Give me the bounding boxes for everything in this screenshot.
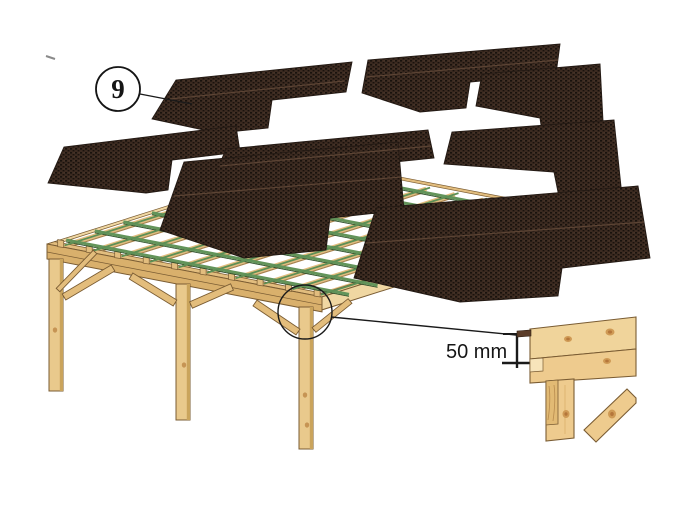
detail-grain-arc: [552, 384, 556, 422]
panel-seam: [365, 221, 645, 244]
post-shaded-face: [186, 284, 190, 420]
post-brace: [252, 299, 301, 336]
rafter-tail: [57, 239, 65, 249]
detail-knot-core: [564, 412, 568, 416]
post-brace: [189, 283, 234, 309]
part-callout-number: 9: [111, 74, 125, 104]
dimension-label: 50 mm: [446, 341, 507, 363]
shingle-panels: [47, 43, 651, 303]
detail-shingle-overhang-piece: [516, 329, 532, 338]
front-fascia-seam: [46, 251, 323, 306]
detail-leader-line: [330, 316, 517, 336]
batten-shadow: [66, 241, 350, 297]
roof-batten: [94, 229, 378, 287]
batten-shadow: [94, 232, 378, 288]
post-brace: [61, 264, 116, 301]
panel-seam: [169, 80, 345, 100]
post-shaded-face: [309, 307, 313, 449]
post-knot: [181, 362, 187, 368]
detail-highlight-circle: [277, 284, 333, 340]
detail-knot-core: [610, 411, 614, 417]
detail-knot-core: [607, 330, 613, 334]
detail-plank-notch: [529, 357, 544, 373]
post-knot: [52, 327, 58, 333]
detail-knot-core: [605, 359, 609, 363]
post-brace: [55, 249, 98, 293]
roof-panel: [353, 185, 651, 303]
detail-fascia-plank-bottom: [529, 348, 637, 384]
part-callout-balloon: [95, 66, 141, 112]
detail-knot-core: [566, 337, 570, 341]
detail-view-corner: [516, 316, 637, 443]
post-knot: [304, 422, 310, 428]
annotations: 9 50 mm: [45, 55, 533, 368]
panel-seam: [219, 145, 432, 167]
post-brace: [128, 272, 178, 307]
detail-grain-arc: [547, 385, 551, 421]
post-knot: [302, 392, 308, 398]
roof-panel: [47, 125, 241, 194]
panel-seam: [365, 59, 559, 78]
callout-leader-line: [139, 93, 193, 105]
roof-panel: [159, 141, 405, 259]
post-shaded-face: [59, 259, 63, 391]
stray-dash: [45, 55, 56, 60]
detail-post-notch-cheek: [545, 379, 559, 426]
panel-seam: [173, 176, 402, 197]
